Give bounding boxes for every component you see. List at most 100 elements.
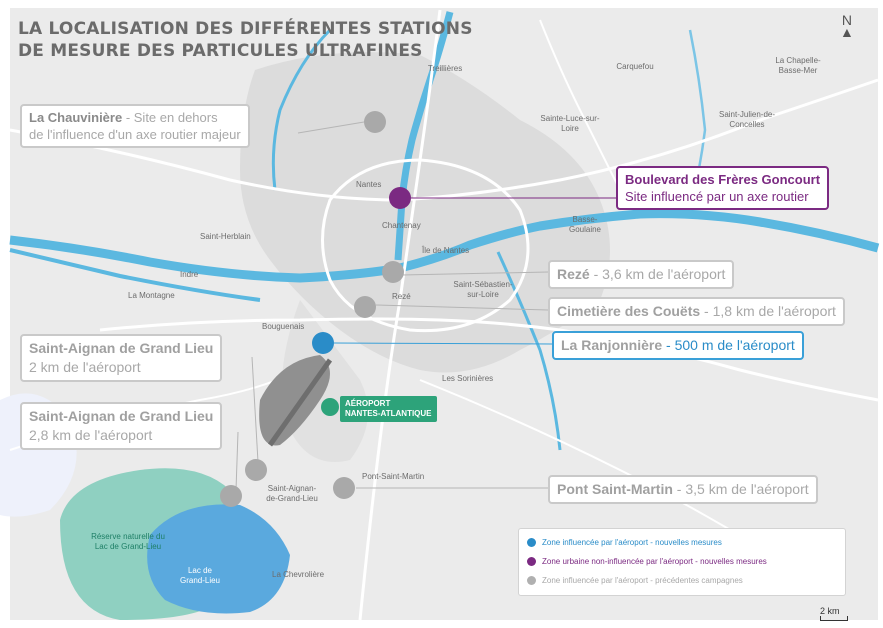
airport-icon-circle	[321, 398, 339, 416]
place-saint-herblain: Saint-Herblain	[200, 232, 251, 241]
airport-label: AÉROPORT NANTES-ATLANTIQUE	[318, 396, 437, 422]
legend-blue-marker-icon	[527, 538, 536, 547]
callout-chauviniere-desc2: de l'influence d'un axe routier majeur	[29, 127, 241, 142]
lake-grand-lieu	[147, 504, 290, 614]
callout-pont-saint-martin-name: Pont Saint-Martin	[557, 481, 673, 497]
map-title: LA LOCALISATION DES DIFFÉRENTES STATIONS…	[18, 18, 473, 62]
callout-couets-name: Cimetière des Couëts	[557, 303, 701, 319]
callout-couets-desc: 1,8 km de l'aéroport	[712, 303, 836, 319]
north-arrow-icon: N ▲	[840, 12, 854, 39]
airport-name-badge: AÉROPORT NANTES-ATLANTIQUE	[340, 396, 437, 422]
leader-saint-aignan-1	[251, 356, 259, 463]
callout-goncourt-desc: Site influencé par un axe routier	[625, 189, 809, 204]
callout-reze-name: Rezé	[557, 266, 590, 282]
callout-ranjonniere-sep: -	[662, 337, 675, 353]
callout-reze-desc: 3,6 km de l'aéroport	[602, 266, 726, 282]
callout-reze: Rezé - 3,6 km de l'aéroport	[548, 260, 735, 289]
marker-goncourt	[389, 187, 411, 209]
place-reserve: Réserve naturelle du Lac de Grand-Lieu	[91, 532, 165, 551]
main-road-3	[358, 9, 442, 621]
callout-couets: Cimetière des Couëts - 1,8 km de l'aérop…	[548, 297, 845, 326]
legend-label-urban-new: Zone urbaine non-influencée par l'aéropo…	[542, 557, 767, 566]
callout-saint-aignan-2: Saint-Aignan de Grand Lieu 2,8 km de l'a…	[20, 402, 223, 450]
airport-line-2: NANTES-ATLANTIQUE	[345, 409, 432, 418]
marker-couets	[354, 296, 376, 318]
marker-ranjonniere	[312, 332, 334, 354]
callout-saint-aignan-1: Saint-Aignan de Grand Lieu 2 km de l'aér…	[20, 334, 223, 382]
leader-chauviniere	[297, 121, 365, 134]
legend-label-airport-previous: Zone influencée par l'aéroport - précéde…	[542, 576, 743, 585]
marker-saint-aignan-1	[245, 459, 267, 481]
marker-reze	[382, 261, 404, 283]
cens-river	[271, 28, 332, 191]
place-sainte-luce: Sainte-Luce-sur-Loire	[540, 114, 600, 133]
airport-zone	[259, 355, 330, 446]
place-reze: Rezé	[392, 292, 411, 301]
sevre-river	[496, 251, 562, 451]
erdre-river	[394, 11, 454, 261]
legend-purple-marker-icon	[527, 557, 536, 566]
place-les-sorinieres: Les Sorinières	[442, 374, 494, 383]
legend-label-airport-new: Zone influencée par l'aéroport - nouvell…	[542, 538, 722, 547]
map-legend: Zone influencée par l'aéroport - nouvell…	[518, 528, 846, 596]
callout-ranjonniere-name: La Ranjonnière	[561, 337, 663, 353]
place-la-chapelle: La Chapelle-Basse-Mer	[775, 56, 821, 75]
leader-saint-aignan-2	[235, 431, 239, 491]
place-saint-sebastien: Saint-Sébastien-sur-Loire	[453, 280, 513, 299]
callout-chauviniere-name: La Chauvinière	[29, 110, 123, 125]
callout-goncourt-name: Boulevard des Frères Goncourt	[625, 172, 821, 187]
place-saint-julien: Saint-Julien-de-Concelles	[718, 110, 776, 129]
leader-ranjonniere	[333, 342, 553, 345]
place-chantenay: Chantenay	[382, 221, 421, 230]
ring-road	[321, 158, 530, 333]
callout-pont-saint-martin: Pont Saint-Martin - 3,5 km de l'aéroport	[548, 475, 818, 504]
callout-saint-aignan-1-name: Saint-Aignan de Grand Lieu	[29, 340, 214, 356]
main-road-2	[99, 317, 879, 402]
marker-chauviniere	[364, 111, 386, 133]
callout-chauviniere-sep: -	[122, 110, 134, 125]
runway	[267, 358, 333, 447]
place-la-chevroliere: La Chevrolière	[272, 570, 325, 579]
leader-couets	[375, 304, 549, 311]
map-title-line-2: DE MESURE DES PARTICULES ULTRAFINES	[18, 41, 423, 61]
marker-pont-saint-martin	[333, 477, 355, 499]
place-bouguenais: Bouguenais	[262, 322, 305, 331]
map-title-line-1: LA LOCALISATION DES DIFFÉRENTES STATIONS	[18, 19, 473, 39]
place-treillieres: Treillières	[427, 64, 463, 73]
north-label: N	[841, 12, 852, 28]
place-nantes: Nantes	[356, 180, 382, 189]
legend-row-urban-new: Zone urbaine non-influencée par l'aéropo…	[527, 552, 837, 571]
airport-line-1: AÉROPORT	[345, 399, 391, 408]
main-road-1	[9, 78, 879, 202]
loire-branch	[9, 248, 261, 302]
callout-chauviniere-desc: Site en dehors	[133, 110, 218, 125]
callout-reze-sep: -	[589, 266, 603, 282]
place-ile-de-nantes: Île de Nantes	[422, 246, 470, 255]
place-basse-goulaine: Basse-Goulaine	[568, 215, 602, 234]
loire-river	[9, 209, 880, 283]
legend-row-airport-previous: Zone influencée par l'aéroport - précéde…	[527, 571, 837, 590]
callout-pont-saint-martin-sep: -	[672, 481, 686, 497]
place-saint-aignan: Saint-Aignan-de-Grand-Lieu	[266, 484, 318, 503]
callout-couets-sep: -	[700, 303, 713, 319]
road-north	[539, 19, 621, 191]
callout-ranjonniere-desc: 500 m de l'aéroport	[674, 337, 795, 353]
callout-ranjonniere: La Ranjonnière - 500 m de l'aéroport	[552, 331, 804, 360]
place-lac: Lac de Grand-Lieu	[179, 566, 221, 585]
marker-saint-aignan-2	[220, 485, 242, 507]
callout-saint-aignan-2-desc: 2,8 km de l'aéroport	[29, 427, 153, 443]
scale-line	[820, 616, 848, 621]
scale-bar: 2 km	[820, 606, 848, 621]
scale-label: 2 km	[820, 606, 840, 616]
leader-reze	[401, 271, 549, 276]
callout-chauviniere: La Chauvinière - Site en dehors de l'inf…	[20, 104, 250, 148]
legend-row-airport-new: Zone influencée par l'aéroport - nouvell…	[527, 533, 837, 552]
place-indre: Indre	[180, 270, 199, 279]
place-carquefou: Carquefou	[616, 62, 654, 71]
callout-goncourt: Boulevard des Frères Goncourt Site influ…	[616, 166, 830, 210]
callout-saint-aignan-2-name: Saint-Aignan de Grand Lieu	[29, 408, 214, 424]
place-la-montagne: La Montagne	[128, 291, 175, 300]
legend-gray-marker-icon	[527, 576, 536, 585]
callout-saint-aignan-1-desc: 2 km de l'aéroport	[29, 359, 141, 375]
